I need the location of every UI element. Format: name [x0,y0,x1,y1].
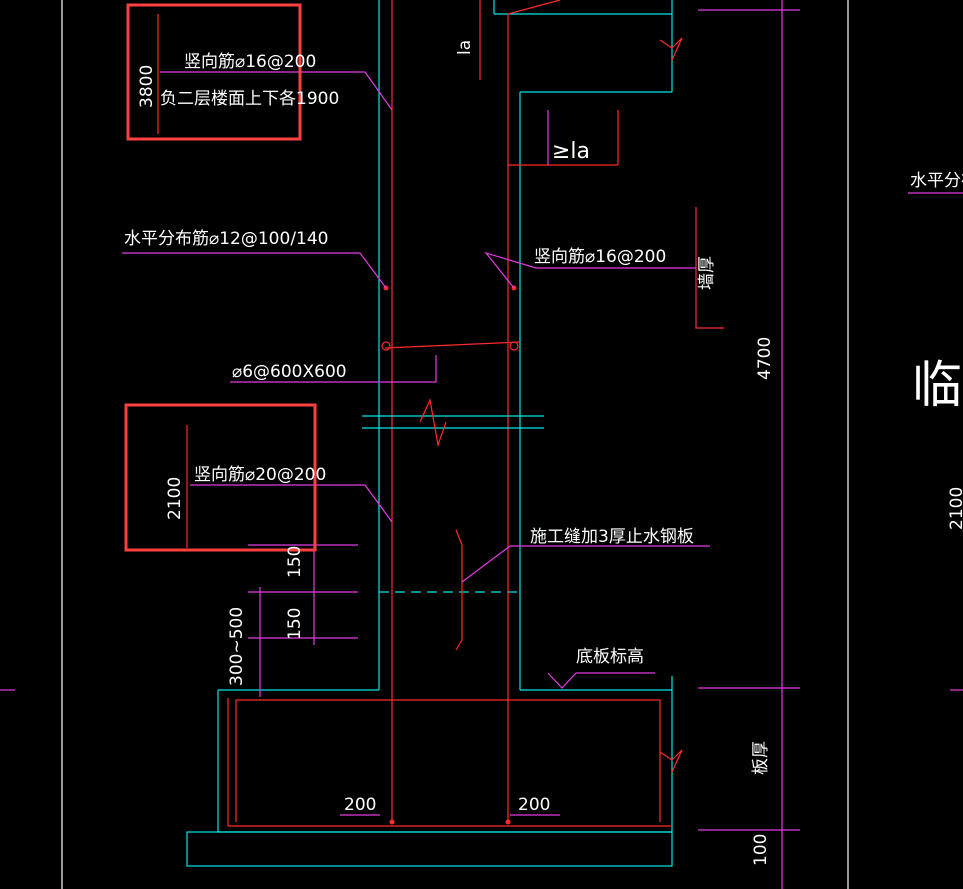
vert-bar-right-label: 竖向筋⌀16@200 [534,247,666,267]
dim-300-500-label: 300~500 [227,607,247,686]
leader-lines [122,0,963,889]
vert-bar-top-extent-label: 负二层楼面上下各1900 [160,89,339,109]
right-horiz-bar-label: 水平分布筋 [910,171,963,191]
right-dim-2100-label: 2100 [947,487,963,530]
rebar-lines [157,0,724,827]
dim-100-label: 100 [751,834,771,866]
waterstop-label: 施工缝加3厚止水钢板 [530,527,694,547]
horiz-bar-label: 水平分布筋⌀12@100/140 [124,229,329,249]
vert-bar-bottom-length-label: 2100 [165,477,185,520]
vert-bar-top-label: 竖向筋⌀16@200 [184,52,316,72]
slab-bottom-elev-label: 底板标高 [576,647,644,667]
highlight-box-top [126,3,302,141]
right-title-label: 临 [912,356,962,414]
tie-bar-label: ⌀6@600X600 [232,362,347,382]
wall-thickness-label: 墙厚 [697,256,717,290]
vert-bar-top-length-label: 3800 [137,65,157,108]
highlight-box-bottom [124,403,317,552]
slab-thickness-label: 板厚 [751,741,771,775]
dim-200-left-label: 200 [344,795,376,815]
dim-150-a-label: 150 [285,546,305,578]
dim-150-b-label: 150 [285,608,305,640]
lap-length-label: ≥la [552,139,590,164]
vert-bar-bottom-label: 竖向筋⌀20@200 [194,465,326,485]
break-symbol [362,37,683,773]
blinding-layer [186,831,673,867]
la-label: la [455,40,475,55]
height-dim-label: 4700 [755,337,775,380]
dim-200-right-label: 200 [518,795,550,815]
